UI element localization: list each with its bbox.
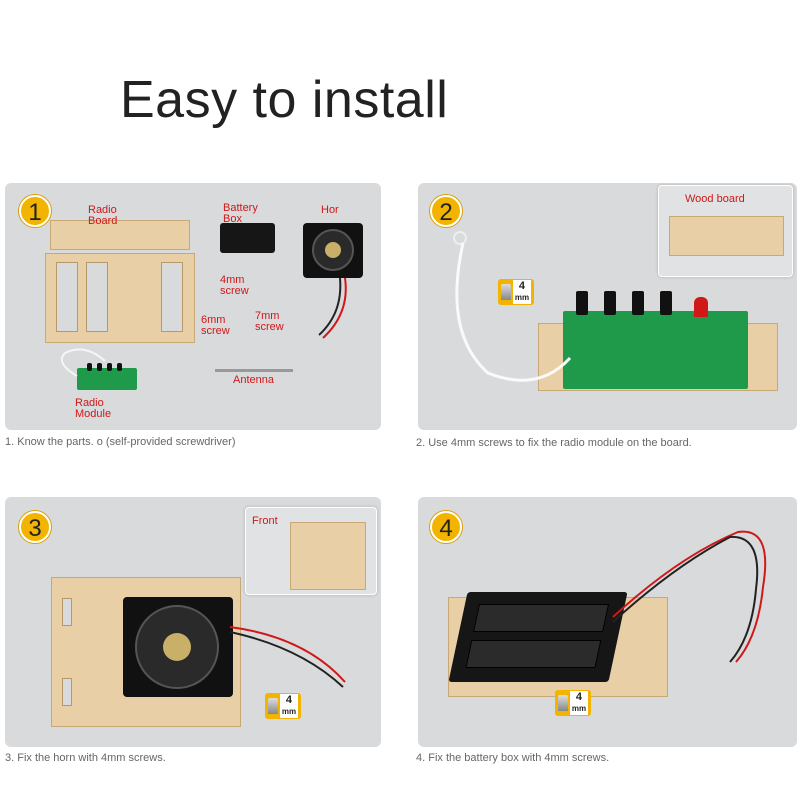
front-view-inset: Front	[245, 507, 377, 595]
label-radio-board: Radio Board	[88, 204, 118, 227]
label-4mm-screw: 4mm screw	[220, 274, 249, 297]
page-title: Easy to install	[120, 71, 449, 129]
label-front: Front	[252, 515, 278, 527]
screw-tag-unit: mm	[514, 293, 530, 302]
step-1-badge: 1	[19, 195, 51, 227]
step-4-caption: 4. Fix the battery box with 4mm screws.	[416, 752, 610, 764]
screw-tag-value: 4	[575, 691, 583, 703]
wood-board-inset: Wood board	[658, 185, 793, 277]
label-7mm-screw: 7mm screw	[255, 310, 284, 333]
step-1-panel: 1 Radio Board Battery Box Hor 4mm screw …	[5, 183, 381, 430]
horn-speaker	[123, 597, 233, 697]
screw-tag-unit: mm	[281, 707, 297, 716]
battery-box	[220, 223, 275, 253]
label-horn: Hor	[321, 204, 339, 216]
screw-tag-unit: mm	[571, 704, 587, 713]
step-3-badge: 3	[19, 511, 51, 543]
step-2-antenna-wire	[453, 231, 572, 382]
step-3-caption: 3. Fix the horn with 4mm screws.	[5, 752, 166, 764]
label-wood-board: Wood board	[685, 193, 745, 205]
wood-board-main	[45, 253, 195, 343]
step-1-wires	[61, 277, 347, 377]
step-4-badge: 4	[430, 511, 462, 543]
wood-board-top	[50, 220, 190, 250]
radio-module-pcb	[77, 368, 137, 390]
step-4-wires	[612, 530, 767, 663]
antenna-rod	[215, 369, 293, 372]
label-antenna: Antenna	[233, 374, 274, 386]
step-2-caption: 2. Use 4mm screws to fix the radio modul…	[416, 437, 692, 449]
horn-speaker	[303, 223, 363, 278]
screw-tag-value: 4	[518, 280, 526, 292]
step-1-caption: 1. Know the parts. o (self-provided scre…	[5, 436, 236, 448]
step-2-badge: 2	[430, 195, 462, 227]
label-radio-module: Radio Module	[75, 397, 112, 420]
step-3-wires	[229, 626, 346, 688]
screw-tag-value: 4	[285, 694, 293, 706]
label-6mm-screw: 6mm screw	[201, 314, 230, 337]
radio-module-pcb	[563, 311, 748, 389]
label-battery-box: Battery Box	[223, 202, 258, 225]
